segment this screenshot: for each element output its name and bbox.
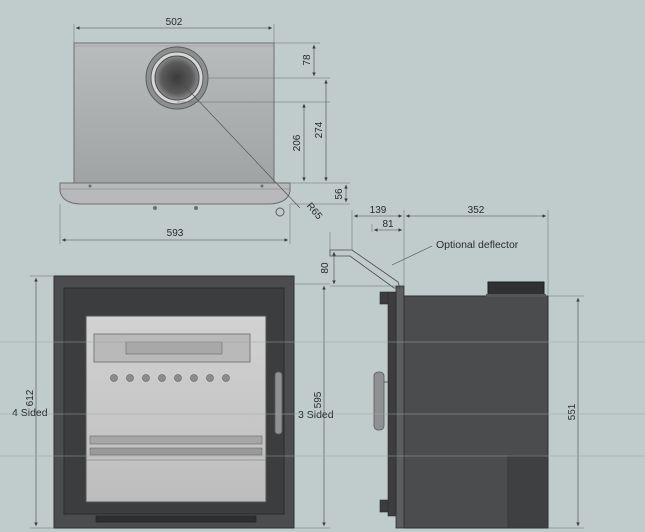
side-handle <box>373 371 385 431</box>
dim-flue-offset: 78 <box>302 54 313 66</box>
label-3-sided: 3 Sided <box>298 409 334 421</box>
dim-flue-center-depth: 206 <box>292 134 303 151</box>
control-knob <box>275 207 285 217</box>
grate <box>89 435 263 445</box>
front-view: 612 4 Sided 595 3 Sided <box>12 275 334 529</box>
dim-deflector-offset: 81 <box>382 219 394 230</box>
dim-body-depth: 352 <box>468 205 485 216</box>
dim-total-width: 593 <box>167 228 184 239</box>
air-holes <box>110 374 230 382</box>
dim-height-3-sided: 595 <box>313 391 324 408</box>
dim-base-height: 56 <box>334 188 345 200</box>
dim-side-height: 551 <box>567 403 578 420</box>
flue-outlet <box>487 281 545 297</box>
dim-deflector-height: 80 <box>320 262 331 274</box>
dim-top-width: 502 <box>166 17 183 28</box>
door-handle <box>274 371 283 435</box>
dim-height-4-sided: 612 <box>25 389 36 406</box>
dim-flue-to-front: 274 <box>314 121 325 138</box>
side-view: Optional deflector 80 139 81 352 551 <box>320 205 584 529</box>
front-facia <box>395 285 405 529</box>
label-4-sided: 4 Sided <box>12 407 48 419</box>
label-optional-deflector: Optional deflector <box>436 239 519 251</box>
optional-deflector <box>329 249 401 289</box>
dim-deflector-depth: 139 <box>370 205 387 216</box>
top-view: 502 78 274 206 56 R65 593 <box>59 17 350 244</box>
front-trim <box>59 182 291 205</box>
